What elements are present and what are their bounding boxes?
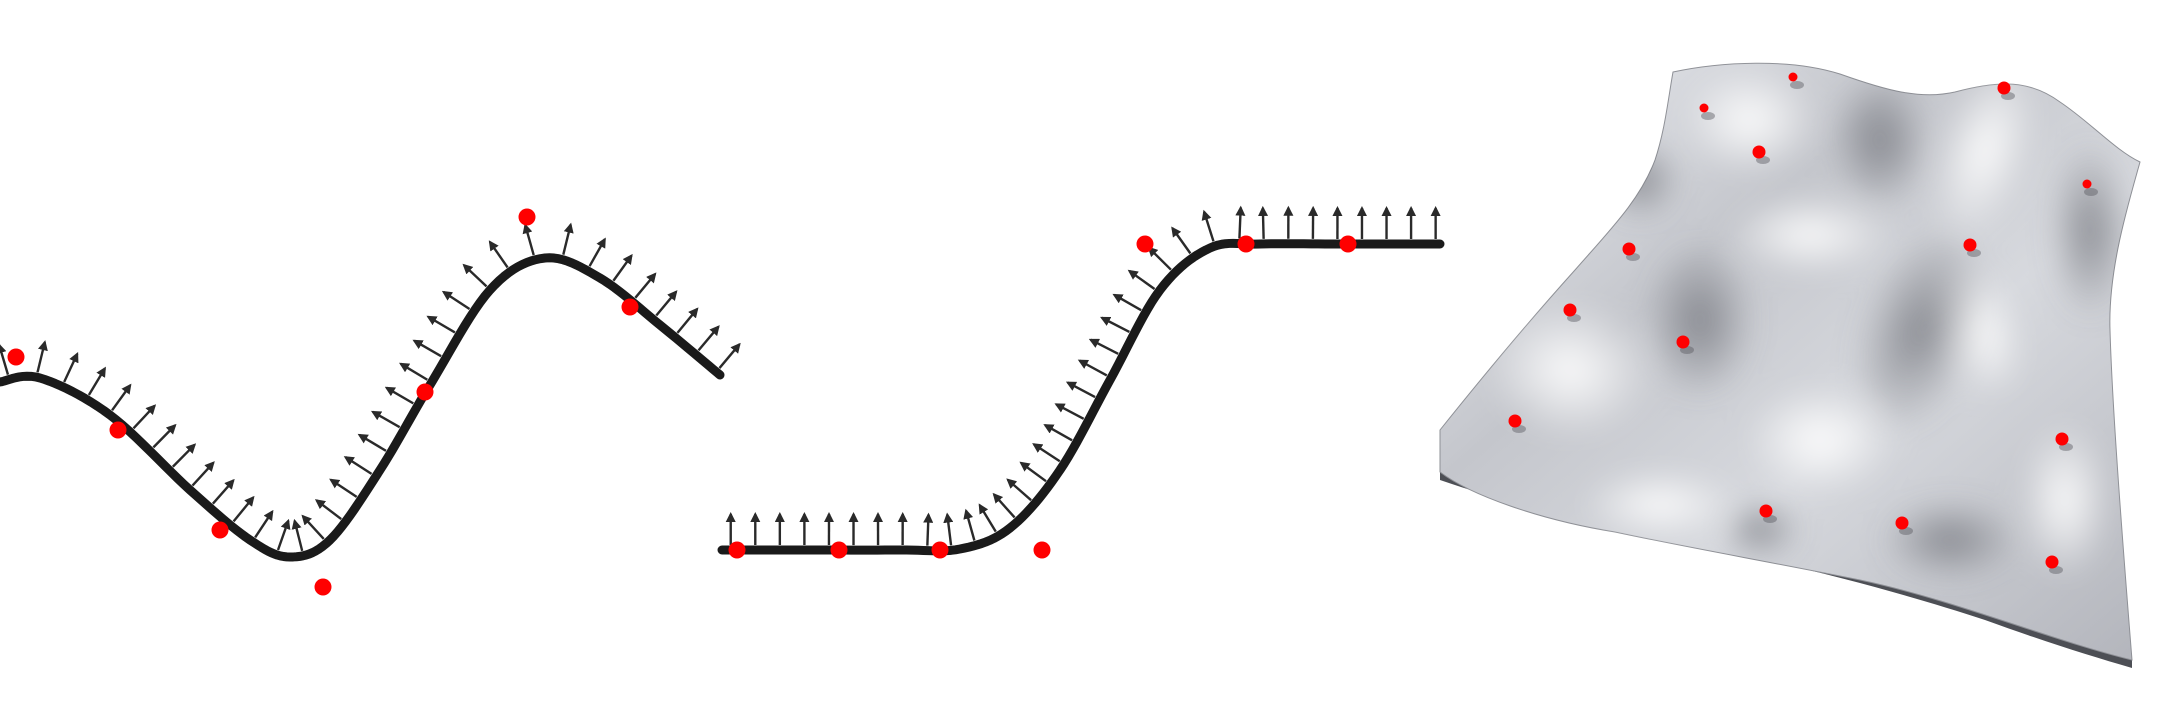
step-sample-point xyxy=(1237,235,1255,253)
step-normal-arrow xyxy=(923,512,934,546)
wave-normal-arrow xyxy=(291,518,304,552)
wave-normal-arrow xyxy=(522,223,535,256)
wave-normal-arrow xyxy=(384,386,414,405)
step-normal-arrow xyxy=(1043,424,1073,442)
step-normal-arrow xyxy=(1065,381,1096,399)
wave-curve xyxy=(0,253,725,562)
step-sample-point xyxy=(728,541,746,559)
wave-normal-arrow xyxy=(191,461,215,487)
wave-normal-arrow xyxy=(63,352,79,383)
wave-normal-arrow xyxy=(276,518,291,551)
wave-normal-arrow xyxy=(488,240,509,269)
step-normal-arrow xyxy=(1171,226,1192,255)
surface-sample-point xyxy=(1676,335,1690,349)
surface-point-shadow xyxy=(1701,112,1715,120)
surface-sample-point xyxy=(1752,145,1766,159)
surface-sample-point xyxy=(1699,103,1709,113)
step-normal-arrow xyxy=(1032,443,1061,463)
wave-sample-point xyxy=(7,348,25,366)
wave-normal-arrow xyxy=(301,514,325,540)
wave-curve-panel xyxy=(0,208,741,596)
wave-normal-arrow xyxy=(329,478,358,498)
step-normal-arrow xyxy=(1077,359,1108,377)
step-normal-arrow xyxy=(1258,205,1269,239)
surface-sample-point xyxy=(2082,179,2092,189)
step-normal-arrow xyxy=(1019,461,1047,483)
surface-sample-point xyxy=(1788,72,1798,82)
step-sample-point xyxy=(1339,235,1357,253)
wave-normal-arrow xyxy=(612,253,633,282)
surface-sample-point xyxy=(1622,242,1636,256)
step-normal-arrow xyxy=(1054,403,1085,420)
wave-normal-arrow xyxy=(718,342,741,369)
wave-normal-arrow xyxy=(462,263,488,288)
surface-panel xyxy=(1439,62,2141,668)
wave-normal-arrow xyxy=(211,478,235,505)
step-normal-arrow xyxy=(1088,338,1119,355)
step-normal-arrow xyxy=(1006,478,1032,502)
step-sample-point xyxy=(931,541,949,559)
wave-sample-point xyxy=(416,383,434,401)
step-normal-arrow xyxy=(943,512,954,546)
step-normal-arrow xyxy=(978,503,997,533)
wave-normal-arrow xyxy=(343,456,373,475)
wave-sample-point xyxy=(314,578,332,596)
step-sample-point xyxy=(1136,235,1154,253)
wave-normal-arrow xyxy=(171,443,197,468)
wave-normal-arrow xyxy=(562,222,574,255)
step-normal-arrow xyxy=(1147,246,1172,271)
step-normal-arrow xyxy=(1235,205,1246,239)
step-curve-panel xyxy=(717,205,1445,559)
wave-normal-arrow xyxy=(655,290,678,317)
wave-sample-point xyxy=(621,298,639,316)
wave-sample-point xyxy=(211,521,229,539)
wave-normal-arrow xyxy=(111,383,132,412)
step-normal-arrow xyxy=(1127,269,1156,290)
wave-normal-arrow xyxy=(314,499,342,521)
wave-normal-arrow xyxy=(441,290,471,310)
surface-sample-point xyxy=(1895,516,1909,530)
surface-point-shadow xyxy=(2084,188,2098,196)
surface-sample-point xyxy=(1563,303,1577,317)
wave-normal-arrow xyxy=(371,410,401,429)
wave-normal-arrow xyxy=(634,272,657,299)
step-normal-arrow xyxy=(963,508,976,541)
surface-sample-point xyxy=(1508,414,1522,428)
wave-normal-arrow xyxy=(588,237,606,267)
surface-sample-point xyxy=(2055,432,2069,446)
surface-sample-point xyxy=(1759,504,1773,518)
wave-normal-arrow xyxy=(152,423,177,449)
step-curve xyxy=(717,238,1445,556)
wave-normal-arrow xyxy=(412,339,442,358)
wave-normal-arrow xyxy=(36,340,48,373)
wave-normal-arrow xyxy=(697,325,720,352)
wave-normal-arrow xyxy=(676,307,699,334)
wave-normal-arrow xyxy=(0,342,10,375)
step-sample-point xyxy=(830,541,848,559)
step-normal-arrow xyxy=(992,492,1016,519)
wave-normal-arrow xyxy=(87,366,106,396)
surface-sample-point xyxy=(1963,238,1977,252)
wave-normal-arrow xyxy=(426,315,456,334)
surface-shading xyxy=(1485,63,2130,580)
surface-sample-point xyxy=(2045,555,2059,569)
step-normal-arrow xyxy=(1201,209,1215,242)
wave-sample-point xyxy=(109,421,127,439)
wave-normal-arrow xyxy=(399,362,428,381)
wave-sample-point xyxy=(518,208,536,226)
surface-sample-point xyxy=(1997,81,2011,95)
wave-normal-arrow xyxy=(132,404,157,430)
surface-point-shadow xyxy=(1790,81,1804,89)
wave-normal-arrow xyxy=(357,433,387,452)
wave-normal-arrow xyxy=(254,509,274,539)
step-normal-arrow xyxy=(1112,293,1142,312)
wave-normal-arrow xyxy=(232,495,255,523)
step-normal-arrow xyxy=(1100,316,1130,334)
step-sample-point xyxy=(1033,541,1051,559)
